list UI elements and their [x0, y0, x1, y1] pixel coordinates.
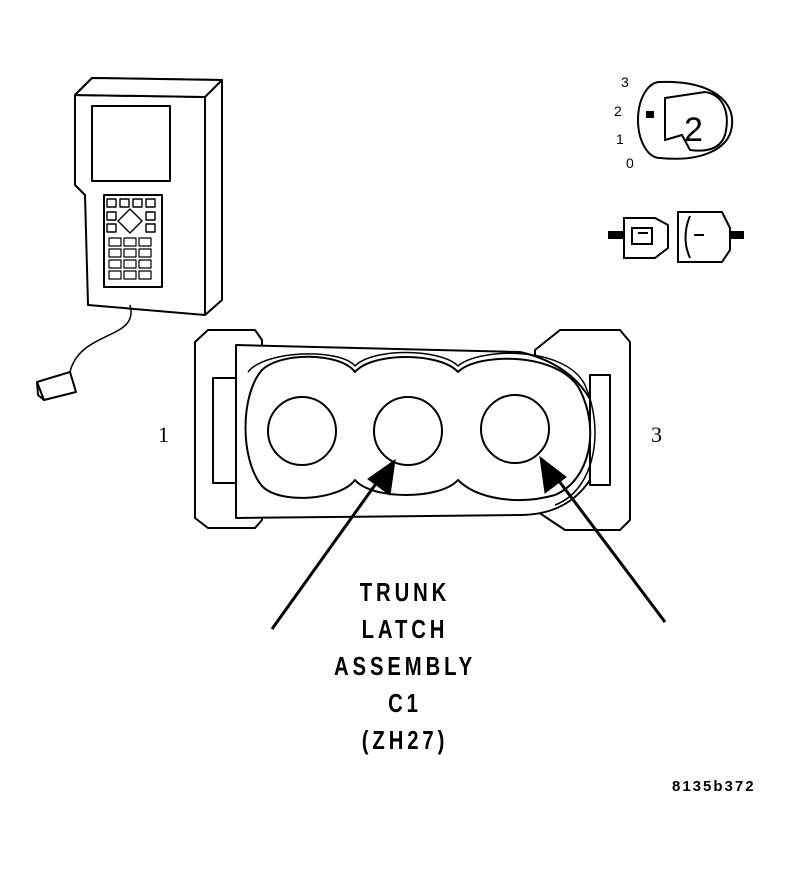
caption-line: LATCH — [361, 614, 449, 644]
caption-line: TRUNK — [359, 577, 451, 607]
pin-3-label: 3 — [651, 422, 662, 447]
scan-tool-icon — [36, 77, 223, 401]
key-position-2: 2 — [614, 103, 622, 119]
caption-line: ASSEMBLY — [333, 651, 477, 681]
ignition-key-icon: 2 — [637, 80, 734, 160]
key-position-3: 3 — [621, 74, 629, 90]
key-position-1: 1 — [616, 131, 624, 147]
connector-caption: TRUNK LATCH ASSEMBLY C1 (ZH27) — [300, 574, 510, 759]
key-position-0: 0 — [626, 155, 634, 171]
pin-arrows — [270, 455, 667, 630]
disconnect-connector-icon — [608, 211, 744, 263]
figure-id: 8135b372 — [672, 778, 756, 795]
key-selected-position: 2 — [684, 111, 703, 149]
caption-line: (ZH27) — [361, 725, 449, 755]
pin-1-label: 1 — [158, 422, 169, 447]
connector-housing — [194, 329, 631, 531]
caption-line: C1 — [388, 688, 422, 718]
